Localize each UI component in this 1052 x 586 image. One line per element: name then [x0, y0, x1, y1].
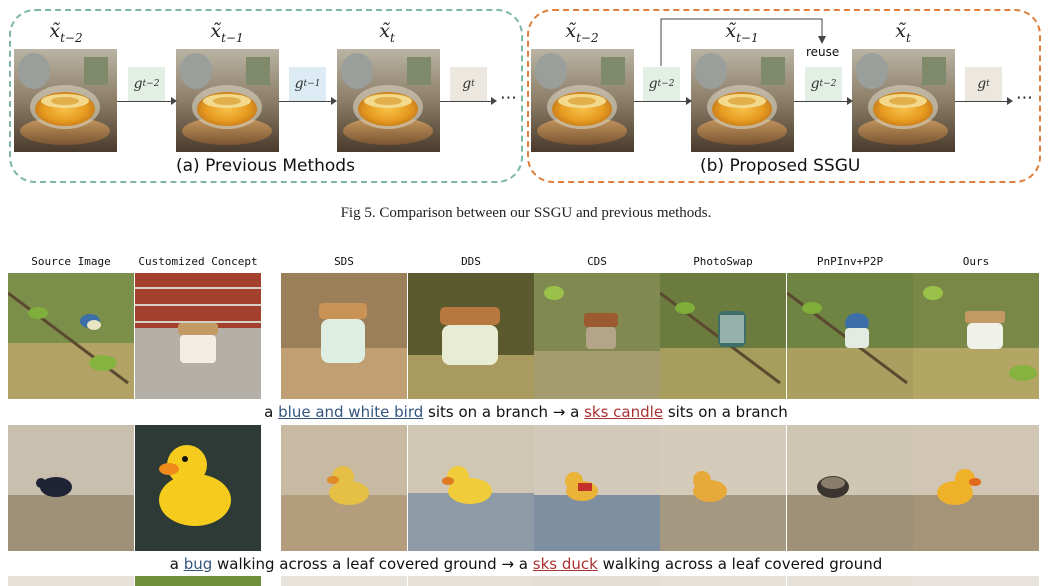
pnpinv-p2p-result-image: [787, 273, 913, 399]
flow-arrow: [634, 101, 687, 102]
column-header: DDS: [461, 255, 481, 268]
duck-concept-image: [135, 425, 261, 551]
panel-caption: (b) Proposed SSGU: [700, 156, 861, 176]
arrow-head-icon: [491, 97, 497, 105]
state-label: x̃t−1: [210, 20, 244, 45]
result-image: [660, 576, 786, 586]
column-header: PhotoSwap: [693, 255, 753, 268]
cds-result-image: [534, 425, 660, 551]
reuse-label: reuse: [806, 45, 840, 59]
source-image: [8, 576, 134, 586]
state-label: x̃t: [379, 20, 395, 45]
arrow-head-icon: [331, 97, 337, 105]
target-phrase: sks candle: [584, 403, 664, 421]
flow-arrow: [794, 101, 848, 102]
panel-caption: (a) Previous Methods: [176, 156, 355, 176]
source-bug-image: [8, 425, 134, 551]
ours-result-image: [913, 273, 1039, 399]
column-header: SDS: [334, 255, 354, 268]
arrow-head-icon: [686, 97, 692, 105]
column-header: Source Image: [31, 255, 111, 268]
flow-arrow: [279, 101, 332, 102]
edit-prompt: a blue and white bird sits on a branch →…: [264, 403, 788, 421]
ellipsis: ⋯: [500, 88, 517, 108]
column-header: PnPInv+P2P: [816, 255, 884, 268]
arrow-head-icon: [847, 97, 853, 105]
cds-result-image: [534, 273, 660, 399]
dessert-image: [337, 49, 440, 152]
dessert-image: [691, 49, 794, 152]
arrow-head-icon: [171, 97, 177, 105]
photoswap-result-image: [660, 273, 786, 399]
target-phrase: sks duck: [532, 555, 598, 573]
ours-result-image: [913, 425, 1039, 551]
sds-result-image: [281, 273, 407, 399]
panel-previous-methods: [9, 9, 523, 183]
result-image: [787, 576, 913, 586]
flow-arrow: [440, 101, 492, 102]
result-image: [281, 576, 407, 586]
state-label: x̃t−2: [565, 20, 599, 45]
dessert-image: [14, 49, 117, 152]
source-phrase: blue and white bird: [278, 403, 424, 421]
dds-result-image: [408, 273, 534, 399]
dessert-image: [852, 49, 955, 152]
source-bird-image: [8, 273, 134, 399]
source-phrase: bug: [183, 555, 213, 573]
dessert-image: [531, 49, 634, 152]
sds-result-image: [281, 425, 407, 551]
figure-caption: Fig 5. Comparison between our SSGU and p…: [340, 205, 712, 221]
column-header: Ours: [962, 255, 990, 268]
state-label: x̃t−2: [49, 20, 83, 45]
dessert-image: [176, 49, 279, 152]
pnpinv-p2p-result-image: [787, 425, 913, 551]
state-label: x̃t−1: [725, 20, 759, 45]
column-header: CDS: [587, 255, 607, 268]
candle-concept-image: [135, 273, 261, 399]
column-header: Customized Concept: [138, 255, 258, 268]
edit-prompt: a bug walking across a leaf covered grou…: [169, 555, 883, 573]
panel-proposed-ssgu: [527, 9, 1041, 183]
result-image: [534, 576, 660, 586]
flow-arrow: [955, 101, 1008, 102]
result-image: [913, 576, 1039, 586]
concept-image: [135, 576, 261, 586]
dds-result-image: [408, 425, 534, 551]
result-image: [408, 576, 534, 586]
state-label: x̃t: [895, 20, 911, 45]
ellipsis: ⋯: [1016, 88, 1033, 108]
reuse-connector: [660, 18, 826, 66]
flow-arrow: [117, 101, 172, 102]
arrow-head-icon: [1007, 97, 1013, 105]
photoswap-result-image: [660, 425, 786, 551]
